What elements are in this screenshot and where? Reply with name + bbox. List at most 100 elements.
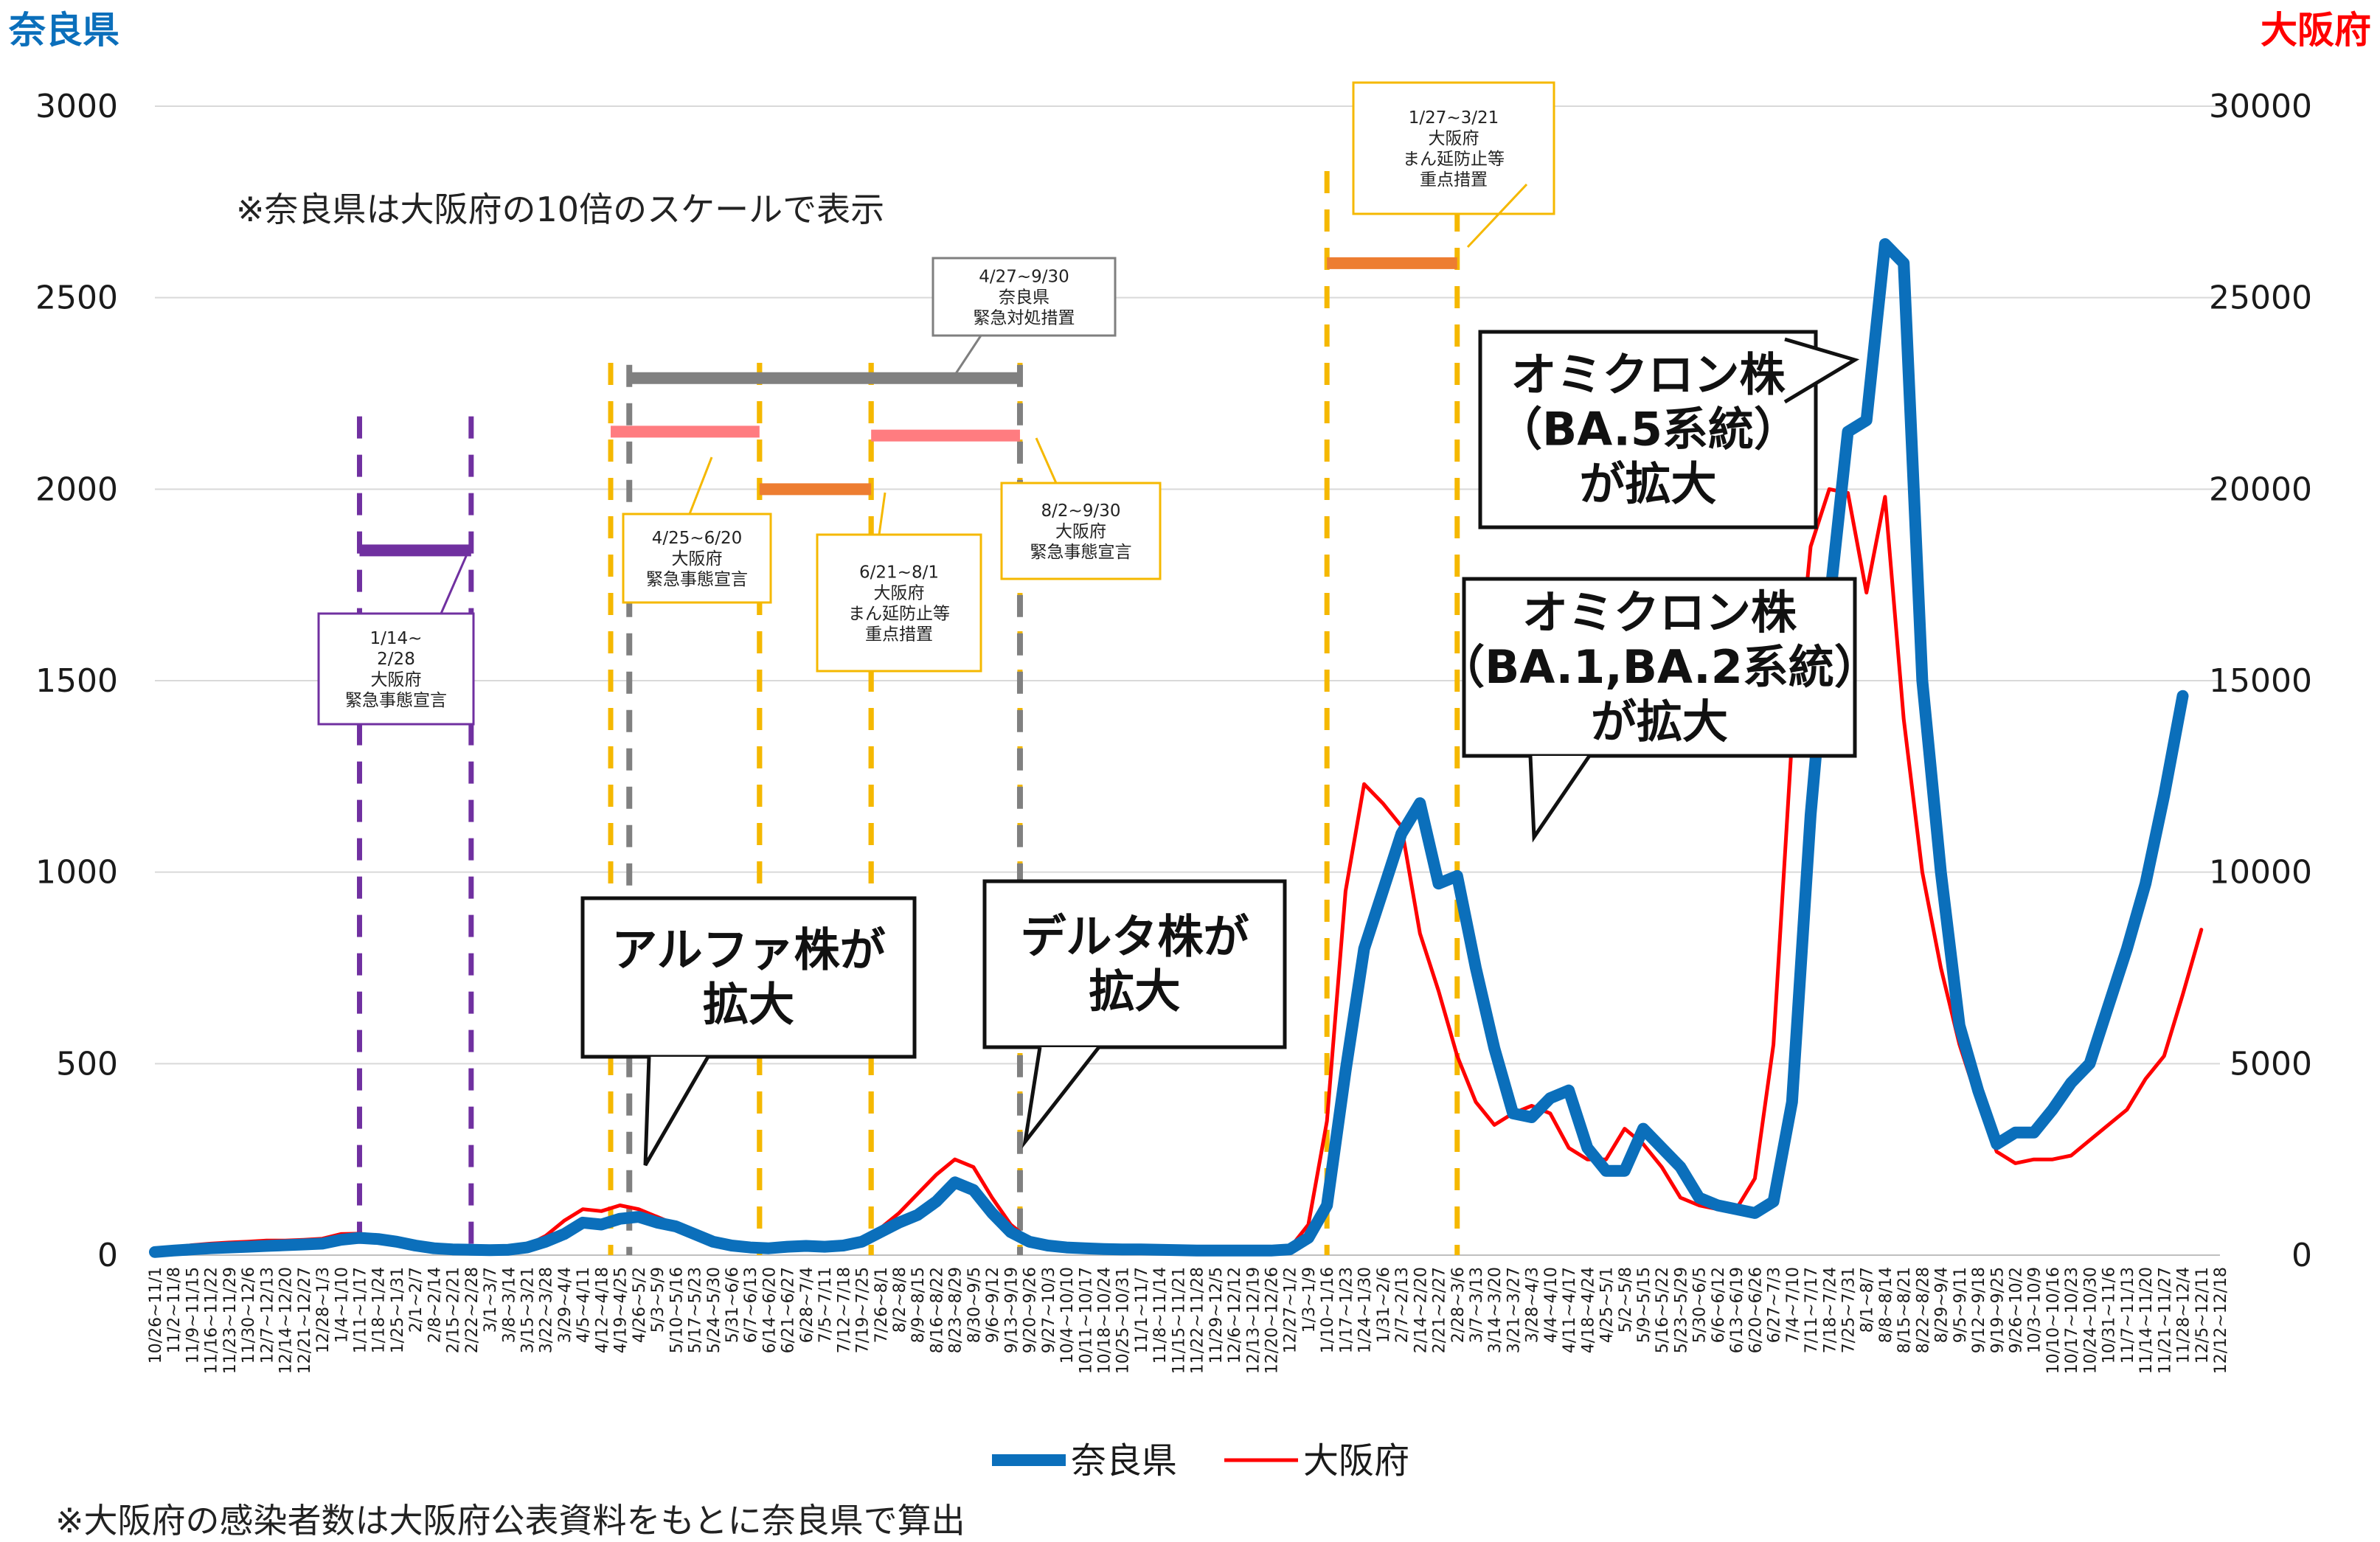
- category-label: 10/10~10/16: [2044, 1267, 2063, 1374]
- category-label: 2/28~3/6: [1449, 1267, 1468, 1343]
- category-label: 3/7~3/13: [1468, 1267, 1486, 1343]
- period-label-pointer: [1466, 183, 1528, 249]
- category-label: 6/20~6/26: [1746, 1267, 1765, 1353]
- category-label: 11/16~11/22: [203, 1267, 221, 1374]
- category-label: 10/31~11/6: [2100, 1267, 2119, 1364]
- category-label: 8/29~9/4: [1933, 1267, 1951, 1343]
- category-label: 10/25~10/31: [1114, 1267, 1133, 1374]
- category-label: 3/21~3/27: [1505, 1267, 1523, 1353]
- category-label: 9/12~9/18: [1970, 1267, 1988, 1353]
- callout-bubble: [982, 879, 1287, 1049]
- category-label: 5/10~5/16: [667, 1267, 686, 1353]
- period-label-text: 重点措置: [865, 625, 933, 645]
- left-tick-label: 500: [56, 1045, 118, 1083]
- right-tick-label: 10000: [2209, 854, 2312, 892]
- category-label: 8/1~8/7: [1859, 1267, 1877, 1333]
- period-label-box: [1352, 81, 1555, 215]
- category-label: 10/17~10/23: [2063, 1267, 2081, 1374]
- callout-bubble: [1462, 577, 1857, 758]
- category-label: 1/24~1/30: [1356, 1267, 1375, 1353]
- period-label-box: [1000, 482, 1162, 580]
- category-label: 8/22~8/28: [1914, 1267, 1932, 1353]
- category-label: 1/25~1/31: [389, 1267, 407, 1353]
- series-line-osaka: [153, 487, 2204, 1254]
- category-label: 7/18~7/24: [1821, 1267, 1839, 1353]
- category-label: 1/17~1/23: [1337, 1267, 1356, 1353]
- callout-text: オミクロン株: [1522, 586, 1797, 639]
- category-label: 3/14~3/20: [1486, 1267, 1505, 1353]
- period-label-pointer: [688, 456, 713, 515]
- period-label-pointer: [440, 549, 471, 614]
- category-label: 1/10~1/16: [1319, 1267, 1337, 1353]
- category-label: 5/30~6/5: [1691, 1267, 1710, 1343]
- callout-tail: [1528, 754, 1592, 843]
- category-label: 11/2~11/8: [165, 1267, 184, 1353]
- category-label: 10/26~11/1: [147, 1267, 165, 1364]
- category-label: 11/15~11/21: [1170, 1267, 1188, 1374]
- left-axis-title: 奈良県: [8, 9, 119, 52]
- category-label: 6/27~7/3: [1766, 1267, 1784, 1343]
- right-tick-label: 15000: [2209, 662, 2312, 700]
- callout-bubble: [1478, 330, 1818, 529]
- category-label: 4/18~4/24: [1579, 1267, 1597, 1353]
- category-label: 5/31~6/6: [724, 1267, 742, 1343]
- category-label: 8/30~9/5: [965, 1267, 984, 1343]
- period-label-pointer: [954, 335, 982, 375]
- period-label-text: 1/14~: [370, 629, 423, 648]
- category-label: 11/29~12/5: [1207, 1267, 1226, 1364]
- category-label: 5/2~5/8: [1617, 1267, 1635, 1333]
- category-label: 6/14~6/20: [760, 1267, 779, 1353]
- category-label: 12/27~1/2: [1282, 1267, 1300, 1353]
- category-label: 8/9~8/15: [909, 1267, 928, 1343]
- category-label: 12/13~12/19: [1244, 1267, 1263, 1374]
- period-label-pointer: [878, 492, 887, 535]
- category-label: 2/15~2/21: [445, 1267, 463, 1353]
- category-label: 6/7~6/13: [742, 1267, 760, 1343]
- period-label-pointer: [1035, 437, 1058, 484]
- period-label-text: 1/27~3/21: [1409, 108, 1499, 128]
- period-lines: [356, 171, 1460, 1255]
- category-label: 7/25~7/31: [1839, 1267, 1858, 1353]
- period-label-box: [931, 257, 1117, 337]
- left-tick-label: 3000: [35, 88, 118, 125]
- callout-text: が拡大: [1591, 695, 1728, 749]
- category-label: 4/11~4/17: [1561, 1267, 1579, 1353]
- legend-label-nara: 奈良県: [1071, 1440, 1177, 1482]
- category-label: 11/23~11/29: [221, 1267, 240, 1374]
- category-label: 8/8~8/14: [1877, 1267, 1895, 1343]
- period-label-text: 大阪府: [874, 584, 925, 603]
- category-label: 2/1~2/7: [407, 1267, 426, 1333]
- left-tick-label: 0: [97, 1237, 118, 1274]
- period-label-text: 大阪府: [672, 549, 723, 569]
- period-label-text: 4/25~6/20: [652, 529, 743, 548]
- left-tick-label: 1000: [35, 854, 118, 892]
- category-label: 11/22~11/28: [1189, 1267, 1207, 1374]
- callout-text: 拡大: [703, 978, 794, 1032]
- callout-text: （BA.5系統）: [1496, 403, 1800, 456]
- category-label: 5/3~5/9: [649, 1267, 667, 1333]
- category-label: 11/7~11/13: [2119, 1267, 2137, 1364]
- category-label: 3/22~3/28: [538, 1267, 556, 1353]
- category-label: 11/14~11/20: [2137, 1267, 2156, 1374]
- source-note: ※大阪府の感染者数は大阪府公表資料をもとに奈良県で算出: [55, 1501, 965, 1541]
- right-tick-label: 30000: [2209, 88, 2312, 125]
- category-label: 3/15~3/21: [519, 1267, 538, 1353]
- category-label: 12/21~12/27: [296, 1267, 314, 1374]
- period-label-text: 2/28: [377, 650, 415, 669]
- category-label: 1/31~2/6: [1375, 1267, 1393, 1343]
- legend: 奈良県 大阪府: [992, 1440, 1409, 1482]
- category-label: 8/23~8/29: [947, 1267, 965, 1353]
- category-label: 4/4~4/10: [1542, 1267, 1561, 1343]
- category-label: 4/19~4/25: [612, 1267, 631, 1353]
- callout-text: （BA.1,BA.2系統）: [1439, 640, 1880, 694]
- category-label: 5/9~5/15: [1635, 1267, 1654, 1343]
- right-tick-label: 5000: [2230, 1045, 2312, 1083]
- category-label: 10/24~10/30: [2081, 1267, 2100, 1374]
- right-tick-label: 25000: [2209, 279, 2312, 317]
- callout-text: 拡大: [1089, 965, 1180, 1018]
